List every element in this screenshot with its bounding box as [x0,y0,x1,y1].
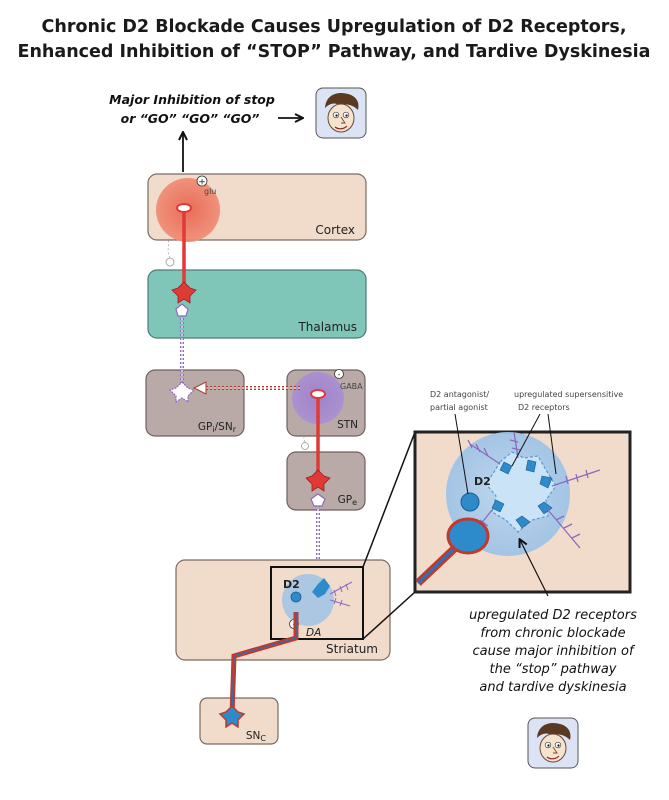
da-label: DA [306,627,321,639]
stn-to-gpi-arrowhead [192,381,207,395]
stn-label: STN [337,419,358,431]
cortex-neuron-soma [176,203,192,213]
gpe-label: GPe [338,494,357,507]
title-line-2: Enhanced Inhibition of “STOP” Pathway, a… [18,42,651,62]
antagonist-label-line-1: D2 antagonist/ [430,390,489,399]
striatum-d2-antagonist [290,591,302,603]
gpi-snr-label: GPi/SNr [198,421,237,434]
upregulated-pointer-1 [511,413,541,467]
top-annotation-line-2: or “GO” “GO” “GO” [121,111,260,126]
striatum-small-receptors [329,581,353,607]
top-annotation-line-1: Major Inhibition of stop [109,92,275,107]
upregulated-pointer-2 [547,413,557,475]
inset-antagonist [460,492,480,512]
antagonist-label-line-2: partial agonist [430,403,488,412]
caption-pointer [520,540,549,597]
thalamus-synapse-link [167,237,171,259]
thalamus-neuron-soma [171,281,197,304]
thalamus-label: Thalamus [297,320,357,334]
thalamus-synapse-node [165,257,175,267]
caption-line-5: and tardive dyskinesia [479,680,626,695]
title-line-1: Chronic D2 Blockade Causes Upregulation … [42,17,627,37]
thalamus-region [147,269,367,339]
caption-line-3: cause major inhibition of [472,644,635,659]
minus-sign-stn: - [338,370,341,379]
inset-dopamine-terminal [446,517,490,555]
glu-label: glu [204,187,216,196]
zoom-line-lower [362,591,416,640]
face-icon-top [315,87,367,139]
dopamine-axon-core [231,612,297,717]
gaba-label: GABA [340,382,363,391]
striatum-receptor-cluster [312,578,330,598]
snc-region [199,697,279,745]
d2-small-label: D2 [283,578,300,591]
stn-neuron-soma [310,389,326,399]
zoom-line-upper [362,431,416,568]
caption-line-2: from chronic blockade [480,626,625,641]
caption-line-1: upregulated D2 receptors [469,608,637,623]
snc-label: SNC [246,730,267,743]
upregulated-label-line-1: upregulated supersensitive [514,390,623,399]
striatum-region [175,559,391,661]
zoom-source-box [270,566,364,640]
inset-receptors [491,459,553,529]
striatum-label: Striatum [326,642,378,656]
minus-icon-stn [334,369,344,379]
face-icon-bottom [527,717,579,769]
gpe-synapse-node [301,442,309,450]
inset-dopamine-axon-core [416,546,457,585]
caption-line-4: the “stop” pathway [490,662,617,677]
gpe-terminal [310,493,326,507]
plus-icon [196,175,208,187]
gpe-synapse-link [303,423,306,443]
inset-d2-label: D2 [474,475,491,488]
thalamus-terminal [175,303,189,317]
inset-gaba-dendrites [467,431,601,549]
plus-sign: + [198,178,206,188]
snc-neuron-soma [218,704,246,729]
caption: upregulated D2 receptors from chronic bl… [469,608,637,695]
upregulated-label-line-2: D2 receptors [518,403,570,412]
gpi-neuron-soma [168,381,196,404]
gpe-neuron-soma [305,469,331,492]
cortex-label: Cortex [315,223,355,237]
antagonist-pointer [454,413,469,495]
